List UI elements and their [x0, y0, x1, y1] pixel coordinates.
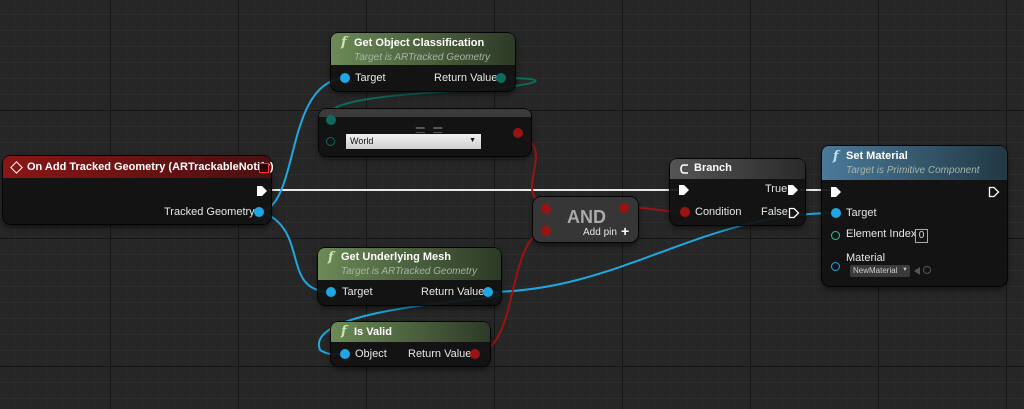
material-picker[interactable]: NewMaterial ▼	[850, 265, 910, 277]
pin-label-false: False	[761, 206, 788, 218]
element-index-input[interactable]: 0	[915, 229, 928, 243]
set-material-node[interactable]: f Set Material Target is Primitive Compo…	[822, 146, 1007, 286]
exec-true-pin-icon[interactable]	[787, 184, 799, 196]
equals-output-pin-icon[interactable]	[513, 128, 523, 138]
get-object-classification-node[interactable]: f Get Object Classification Target is AR…	[331, 33, 515, 91]
pin-label-return-value: Return Value	[434, 72, 498, 84]
pin-label-target: Target	[355, 72, 386, 84]
pin-label-condition: Condition	[695, 206, 742, 218]
add-pin-icon[interactable]: +	[621, 223, 630, 239]
set-material-title: Set Material	[846, 150, 908, 162]
node-title: Is Valid	[354, 326, 392, 338]
pin-label-element-index: Element Index	[846, 228, 917, 240]
get-underlying-mesh-node[interactable]: f Get Underlying Mesh Target is ARTracke…	[318, 248, 501, 305]
condition-pin-icon[interactable]	[680, 207, 690, 217]
delegate-pin-icon[interactable]	[259, 163, 269, 173]
chevron-down-icon: ▼	[902, 267, 908, 273]
wire-tracked-to-getmesh	[261, 211, 332, 293]
return-value-pin-icon[interactable]	[496, 73, 506, 83]
element-index-pin-icon[interactable]	[831, 231, 840, 240]
is-valid-node[interactable]: f Is Valid Object Return Value	[331, 322, 490, 366]
event-node-title: On Add Tracked Geometry (ARTrackableNoti…	[27, 161, 274, 173]
set-material-subtitle: Target is Primitive Component	[846, 165, 980, 176]
node-title: Get Object Classification	[354, 37, 485, 49]
pin-label-material: Material	[846, 252, 886, 264]
event-node-on-add-tracked-geometry[interactable]: On Add Tracked Geometry (ARTrackableNoti…	[3, 156, 274, 224]
target-pin-icon[interactable]	[340, 73, 350, 83]
branch-icon	[680, 164, 688, 174]
branch-title: Branch	[694, 162, 732, 174]
get-underlying-mesh-header	[318, 248, 501, 280]
add-pin-label[interactable]: Add pin	[583, 227, 617, 238]
exec-in-pin-icon[interactable]	[678, 184, 690, 196]
return-value-pin-icon[interactable]	[483, 287, 493, 297]
exec-false-pin-icon[interactable]	[788, 207, 800, 219]
browse-search-icon[interactable]	[923, 266, 931, 274]
target-pin-icon[interactable]	[831, 208, 841, 218]
object-pin-icon[interactable]	[340, 349, 350, 359]
pin-label-return-value: Return Value	[421, 286, 485, 298]
node-subtitle: Target is ARTracked Geometry	[354, 52, 491, 63]
tracked-geometry-pin-icon[interactable]	[254, 207, 264, 217]
material-pin-icon[interactable]	[831, 262, 840, 271]
function-icon: f	[328, 250, 334, 265]
and-input-b-pin-icon[interactable]	[541, 226, 551, 236]
is-valid-header	[331, 322, 490, 342]
get-object-classification-header	[331, 33, 515, 65]
classification-dropdown[interactable]: World ▼	[345, 133, 482, 150]
and-input-a-pin-icon[interactable]	[541, 204, 551, 214]
equals-input-b-pin-icon[interactable]	[326, 137, 335, 146]
and-output-pin-icon[interactable]	[619, 203, 629, 213]
pin-label-object: Object	[355, 348, 387, 360]
exec-out-pin-icon[interactable]	[988, 186, 1000, 198]
node-title: Get Underlying Mesh	[341, 251, 452, 263]
branch-node[interactable]: Branch True Condition False	[670, 159, 805, 225]
pin-label-target: Target	[846, 207, 877, 219]
node-subtitle: Target is ARTracked Geometry	[341, 266, 478, 277]
and-node[interactable]: AND Add pin +	[533, 197, 638, 242]
material-value: NewMaterial	[853, 266, 898, 275]
pin-label-true: True	[765, 183, 788, 195]
chevron-down-icon: ▼	[469, 137, 476, 144]
equals-input-a-pin-icon[interactable]	[326, 115, 336, 125]
pin-label-tracked-geometry: Tracked Geometry	[164, 206, 255, 218]
branch-header	[670, 159, 805, 179]
pin-label-target: Target	[342, 286, 373, 298]
wire-tracked-to-getclass	[261, 77, 344, 213]
classification-dropdown-value: World	[350, 136, 374, 146]
exec-in-pin-icon[interactable]	[830, 186, 842, 198]
function-icon: f	[833, 149, 839, 164]
equals-node[interactable]: = = World ▼	[319, 109, 531, 156]
function-icon: f	[341, 324, 347, 339]
function-icon: f	[341, 35, 347, 50]
set-material-header	[822, 146, 1007, 180]
use-selected-arrow-icon[interactable]	[914, 267, 920, 275]
target-pin-icon[interactable]	[326, 287, 336, 297]
event-node-header	[3, 156, 271, 178]
exec-out-pin-icon[interactable]	[256, 185, 268, 197]
equals-header-bar	[319, 109, 531, 117]
and-title: AND	[567, 207, 606, 227]
pin-label-return-value: Return Value	[408, 348, 472, 360]
return-value-pin-icon[interactable]	[470, 349, 480, 359]
